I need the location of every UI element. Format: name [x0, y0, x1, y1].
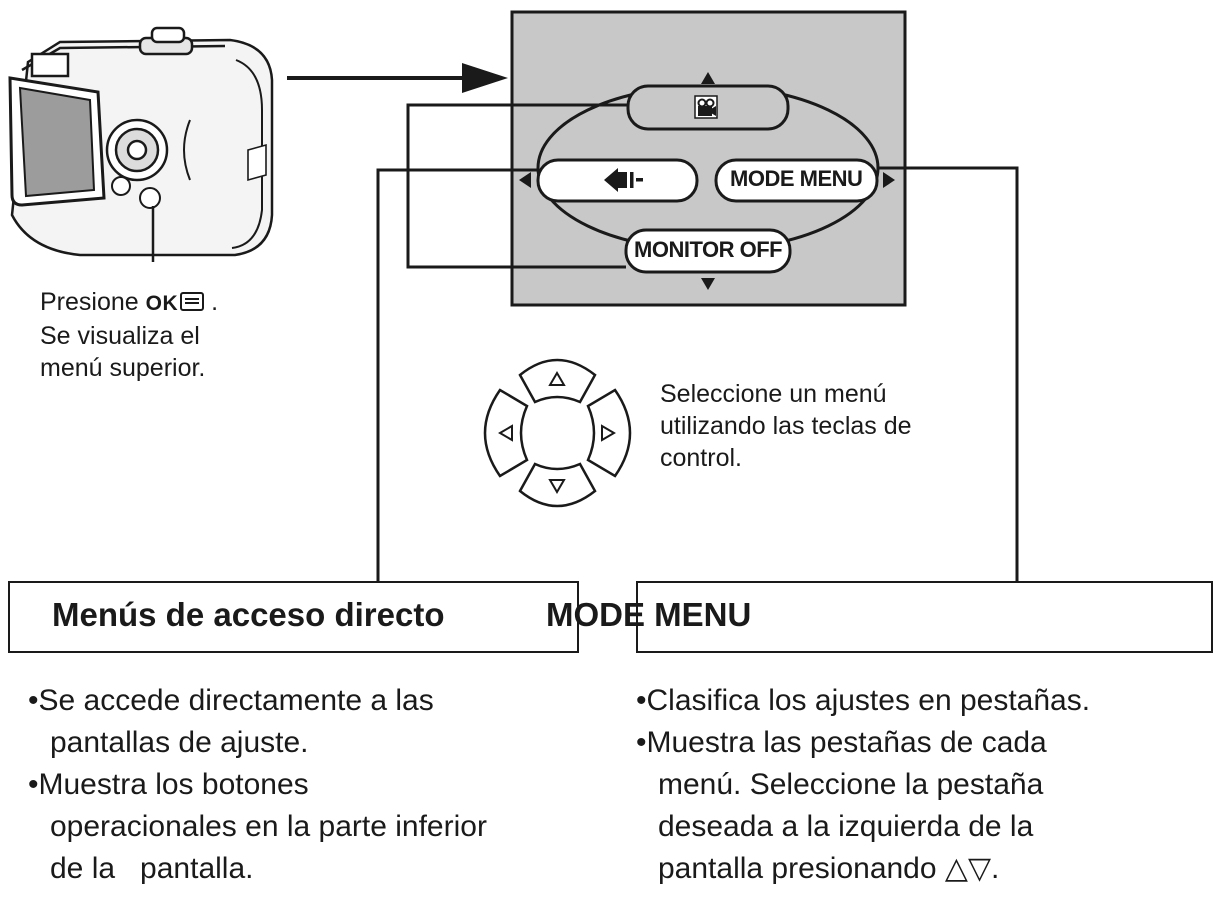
erase-icon: [604, 168, 643, 192]
movie-camera-icon: [697, 98, 716, 116]
mode-menu-label: MODE MENU: [730, 166, 863, 191]
right-section-bullets: •Clasifica los ajustes en pestañas. •Mue…: [636, 684, 1091, 885]
screen-bottom-button: [624, 228, 792, 274]
pad-left-arrow: [498, 424, 513, 442]
camera-caption: Presione OK . Se visualiza el menú super…: [40, 286, 218, 384]
control-pad-caption: Seleccione un menú utilizando las teclas…: [660, 380, 912, 472]
pad-up-arrow: [548, 371, 566, 386]
control-pad: [483, 358, 632, 508]
left-section-bullets: •Se accede directamente a las pantallas …: [28, 684, 487, 885]
left-section-title: Menús de acceso directo: [52, 596, 445, 633]
right-section-box: [636, 581, 1213, 653]
connector-lines: [376, 103, 1019, 582]
right-section-title: MODE MENU: [546, 596, 752, 633]
arrow-to-screen: [287, 63, 508, 93]
ok-button-glyph: OK: [146, 292, 205, 315]
left-section-box: [8, 581, 579, 653]
pad-down-arrow: [548, 479, 566, 494]
menu-icon: [180, 292, 205, 311]
pad-right-arrow: [601, 424, 616, 442]
camera-caption-line3: menú superior.: [40, 354, 206, 382]
screen-right-button: [714, 158, 879, 203]
camera-caption-line2: Se visualiza el: [40, 322, 200, 350]
camera-illustration: [8, 26, 274, 262]
camera-caption-line1: Presione OK .: [40, 288, 219, 316]
monitor-off-label: MONITOR OFF: [634, 237, 783, 262]
